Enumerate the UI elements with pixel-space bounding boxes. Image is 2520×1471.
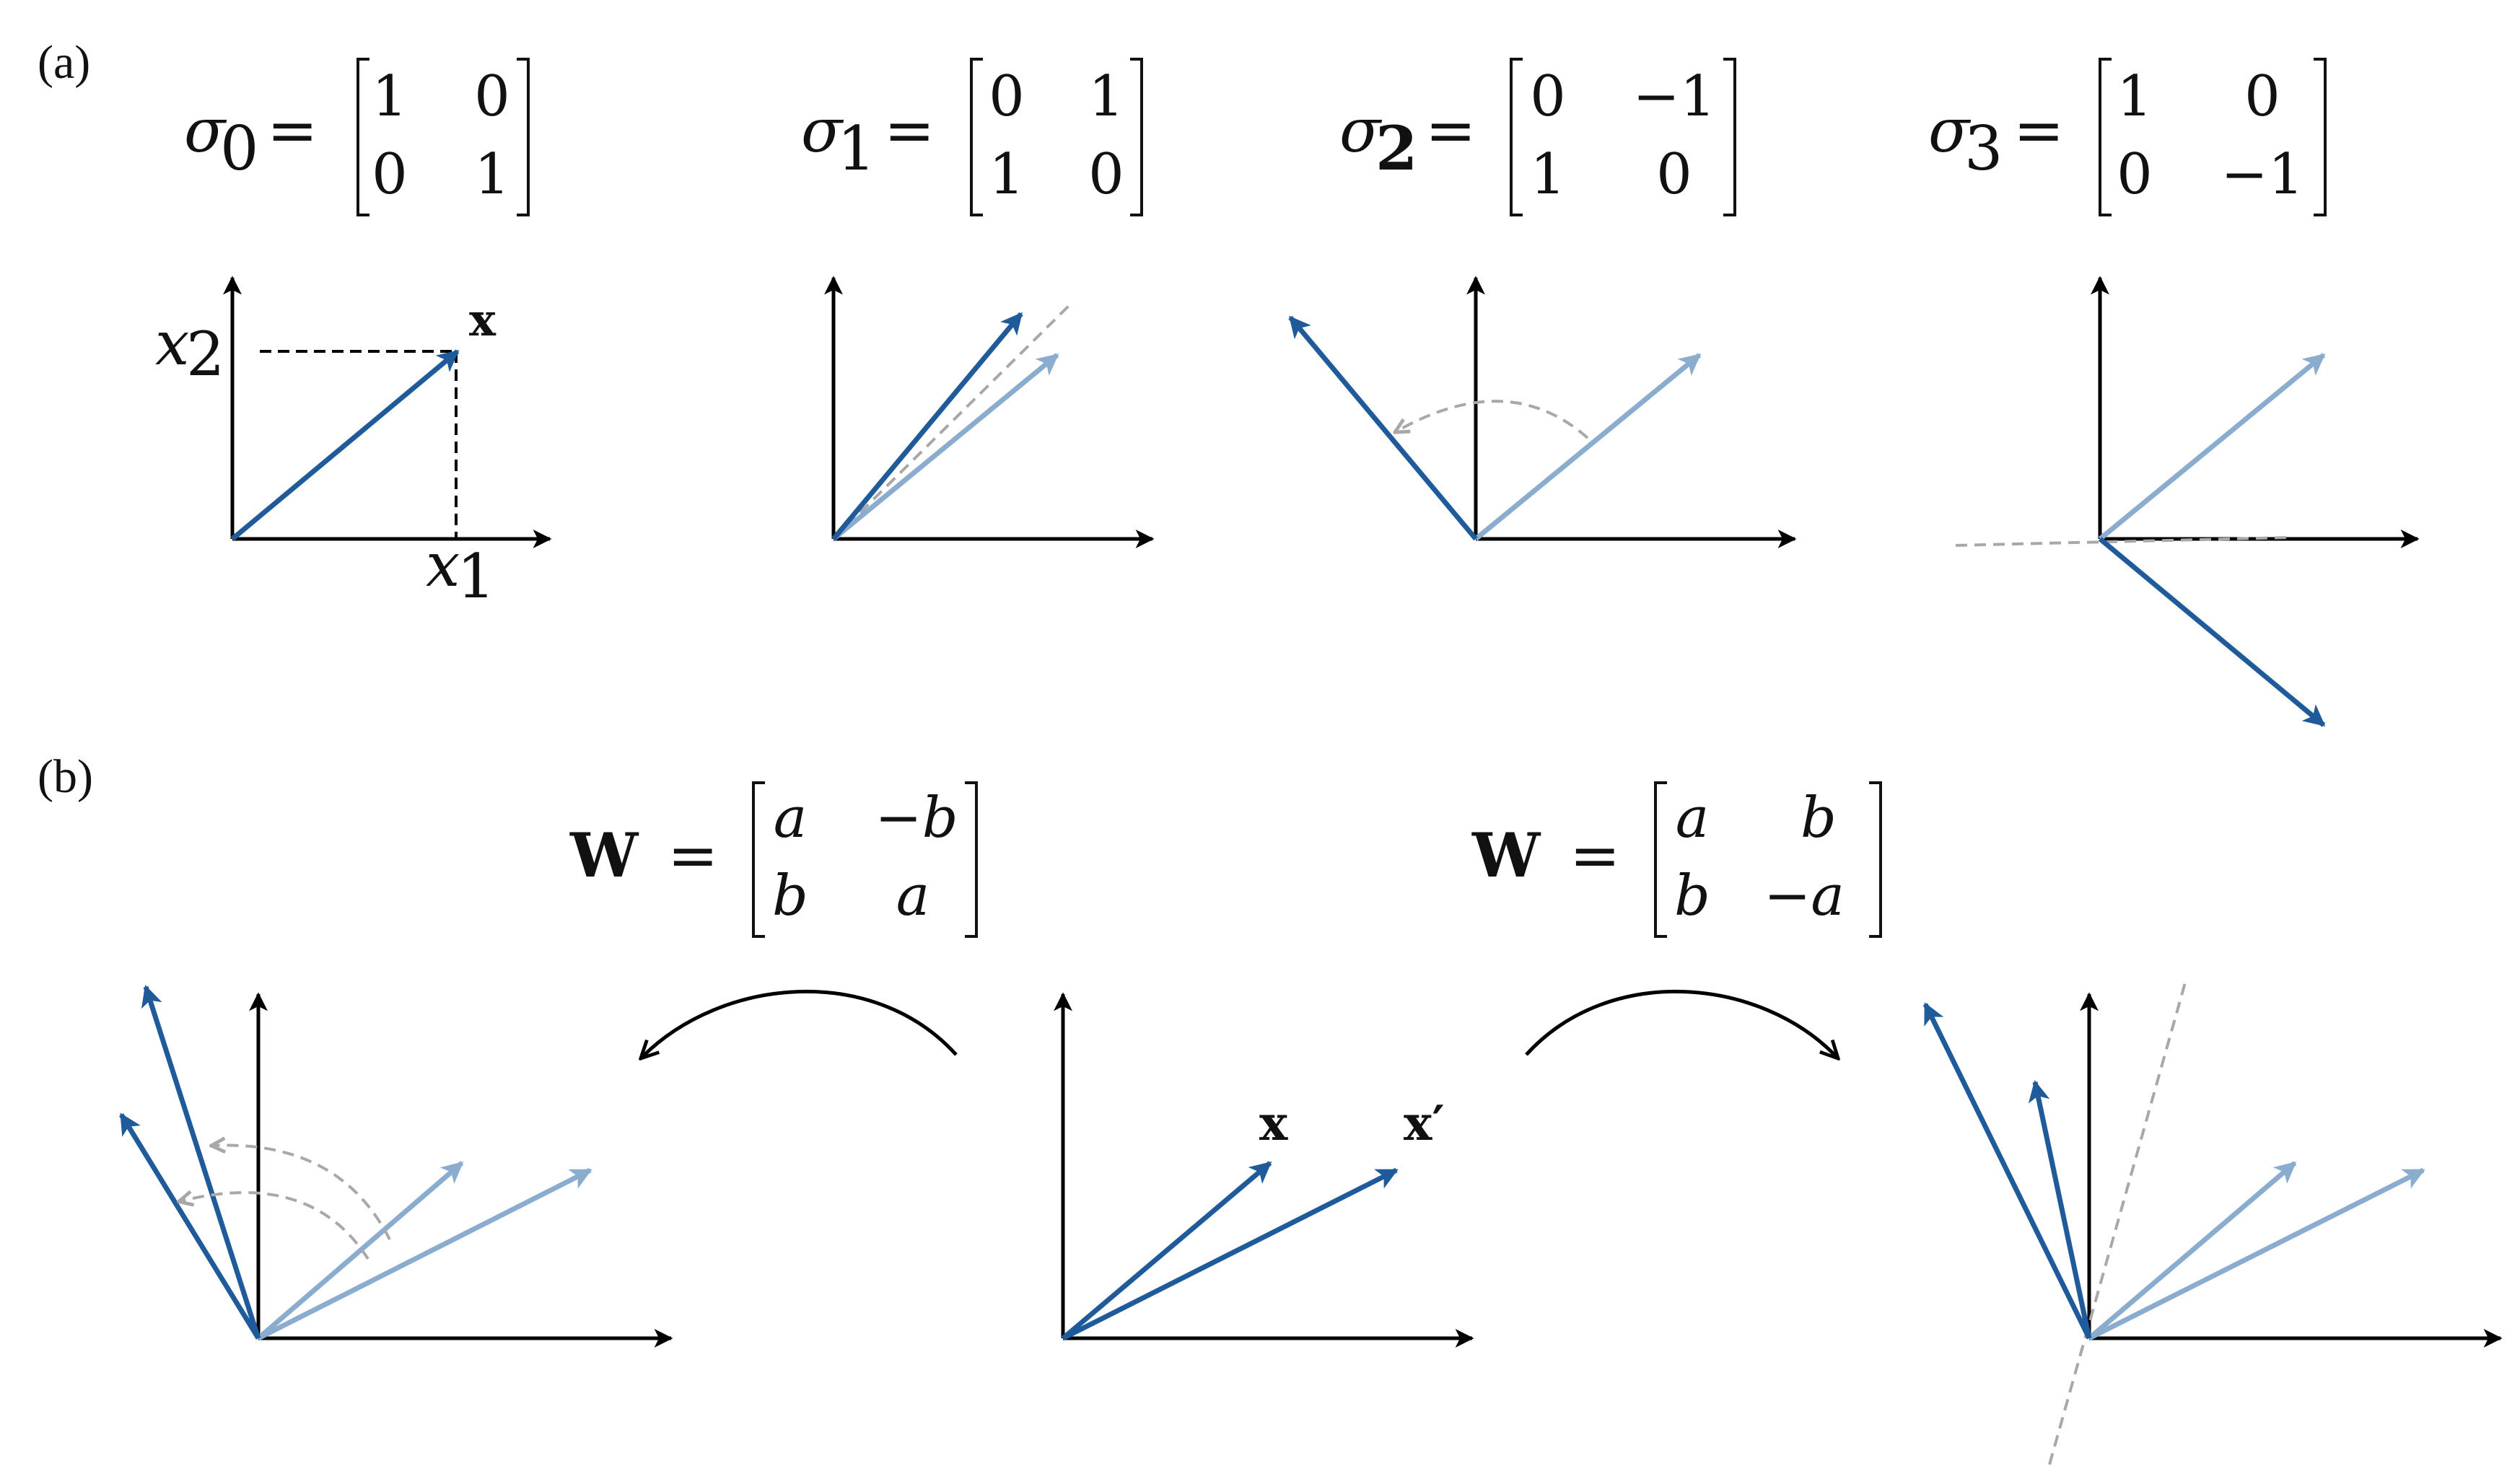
matrix-cell: 1: [1530, 142, 1566, 207]
equals-sign: =: [1570, 820, 1620, 891]
matrix-sigma-0: σ 0 = 1 0 0 1: [184, 58, 530, 216]
transformed-vector: [1288, 315, 1478, 541]
right-bracket: [965, 781, 978, 938]
right-bracket: [1869, 781, 1882, 938]
x1-label-subscript: 1: [457, 541, 495, 612]
rotation-arc-inner: [180, 1193, 369, 1260]
matrix-sigma-1: σ 1 = 0 1 1 0: [801, 58, 1143, 216]
curved-arrow-right: [1525, 990, 1837, 1057]
left-bracket: [752, 781, 765, 938]
vector-x-label: x: [1259, 1095, 1288, 1151]
equals-sign: =: [884, 95, 935, 166]
rotation-arc: [1396, 400, 1589, 439]
right-bracket: [2314, 58, 2327, 216]
original-vector-x-prime: [257, 1167, 592, 1341]
equals-sign: =: [267, 95, 318, 166]
right-bracket: [517, 58, 530, 216]
equals-sign: =: [1425, 95, 1476, 166]
reflected-vector-x-prime: [1922, 1002, 2092, 1340]
matrix-cell: a: [1676, 786, 1710, 851]
matrix-cell: 0: [1530, 64, 1566, 129]
matrix-cell: −a: [1764, 864, 1845, 928]
matrix-lhs: σ: [184, 95, 227, 166]
matrix-cell: a: [896, 864, 930, 928]
left-bracket: [1654, 781, 1667, 938]
original-vector-x: [2087, 1161, 2297, 1340]
transformed-vector: [2098, 537, 2326, 727]
panel-b-label: (b): [38, 750, 93, 803]
matrix-cell: 0: [1088, 142, 1124, 207]
matrix-cell: 1: [2117, 64, 2153, 129]
right-bracket: [1130, 58, 1143, 216]
matrix-cell: 0: [1656, 142, 1692, 207]
original-vector: [2098, 353, 2326, 541]
matrix-lhs: σ: [801, 95, 844, 166]
rotated-vector-x-prime: [141, 985, 261, 1340]
equals-sign: =: [2013, 95, 2064, 166]
matrix-sigma-2: σ 2 = 0 −1 1 0: [1339, 58, 1736, 216]
vector-x-prime: [1062, 1167, 1399, 1341]
matrix-w-rotation: W = a −b b a: [569, 781, 978, 938]
matrix-sigma-3: σ 3 = 1 0 0 −1: [1928, 58, 2327, 216]
left-bracket: [2099, 58, 2112, 216]
matrix-cell: 1: [474, 142, 510, 207]
left-bracket: [970, 58, 983, 216]
x1-label: x: [426, 530, 460, 600]
plot-original: x x′: [1054, 992, 1474, 1348]
plot-sigma-1: [824, 276, 1155, 548]
matrix-cell: b: [1801, 786, 1837, 851]
matrix-lhs: σ: [1339, 95, 1383, 166]
matrix-cell: 1: [989, 142, 1025, 207]
matrix-cell: b: [1674, 864, 1710, 928]
matrix-cell: a: [774, 786, 808, 851]
plot-sigma-0: x x 2 x 1: [155, 276, 552, 612]
matrix-cell: −1: [1633, 64, 1716, 129]
matrix-lhs: σ: [1928, 95, 1972, 166]
plot-rotation-result: [119, 985, 673, 1348]
matrix-lhs-subscript: 2: [1375, 113, 1417, 184]
reflection-line: [832, 302, 1073, 540]
matrix-cell: 0: [989, 64, 1025, 129]
equals-sign: =: [668, 820, 718, 891]
matrix-lhs-subscript: 1: [837, 113, 875, 184]
reflection-line: [2048, 977, 2188, 1465]
vector-x: [230, 349, 460, 541]
matrix-cell: −1: [2221, 142, 2304, 207]
plot-reflection-result: [1922, 977, 2503, 1465]
reflected-vector-x: [2028, 1080, 2092, 1339]
matrix-cell: 0: [2244, 64, 2280, 129]
matrix-lhs: W: [1471, 820, 1541, 891]
plot-sigma-3: [1955, 276, 2420, 727]
curved-arrow-left: [642, 990, 958, 1057]
matrix-cell: 0: [372, 142, 408, 207]
matrix-lhs-subscript: 3: [1964, 113, 2003, 184]
matrix-cell: 0: [474, 64, 510, 129]
vector-x: [1061, 1161, 1272, 1340]
original-vector-x: [256, 1161, 464, 1340]
plot-sigma-2: [1288, 276, 1797, 548]
left-bracket: [1510, 58, 1523, 216]
matrix-lhs-subscript: 0: [220, 113, 258, 184]
x2-label: x: [155, 308, 189, 379]
matrix-cell: b: [772, 864, 808, 928]
vector-x-label: x: [469, 294, 496, 346]
original-vector: [831, 353, 1059, 541]
original-vector-x-prime: [2088, 1167, 2425, 1341]
rotated-vector-x: [119, 1112, 261, 1340]
matrix-w-reflection: W = a b b −a: [1471, 781, 1882, 938]
matrix-cell: 0: [2117, 142, 2153, 207]
matrix-cell: −b: [875, 786, 958, 851]
x2-label-subscript: 2: [186, 319, 224, 390]
original-vector: [1474, 353, 1702, 541]
rotation-arc-outer: [213, 1146, 391, 1240]
left-bracket: [356, 58, 369, 216]
matrix-lhs: W: [569, 820, 639, 891]
right-bracket: [1723, 58, 1736, 216]
transformed-vector: [831, 312, 1023, 541]
matrix-cell: 1: [372, 64, 408, 129]
panel-a-label: (a): [38, 36, 90, 89]
vector-x-prime-label: x′: [1404, 1095, 1445, 1151]
matrix-cell: 1: [1088, 64, 1124, 129]
